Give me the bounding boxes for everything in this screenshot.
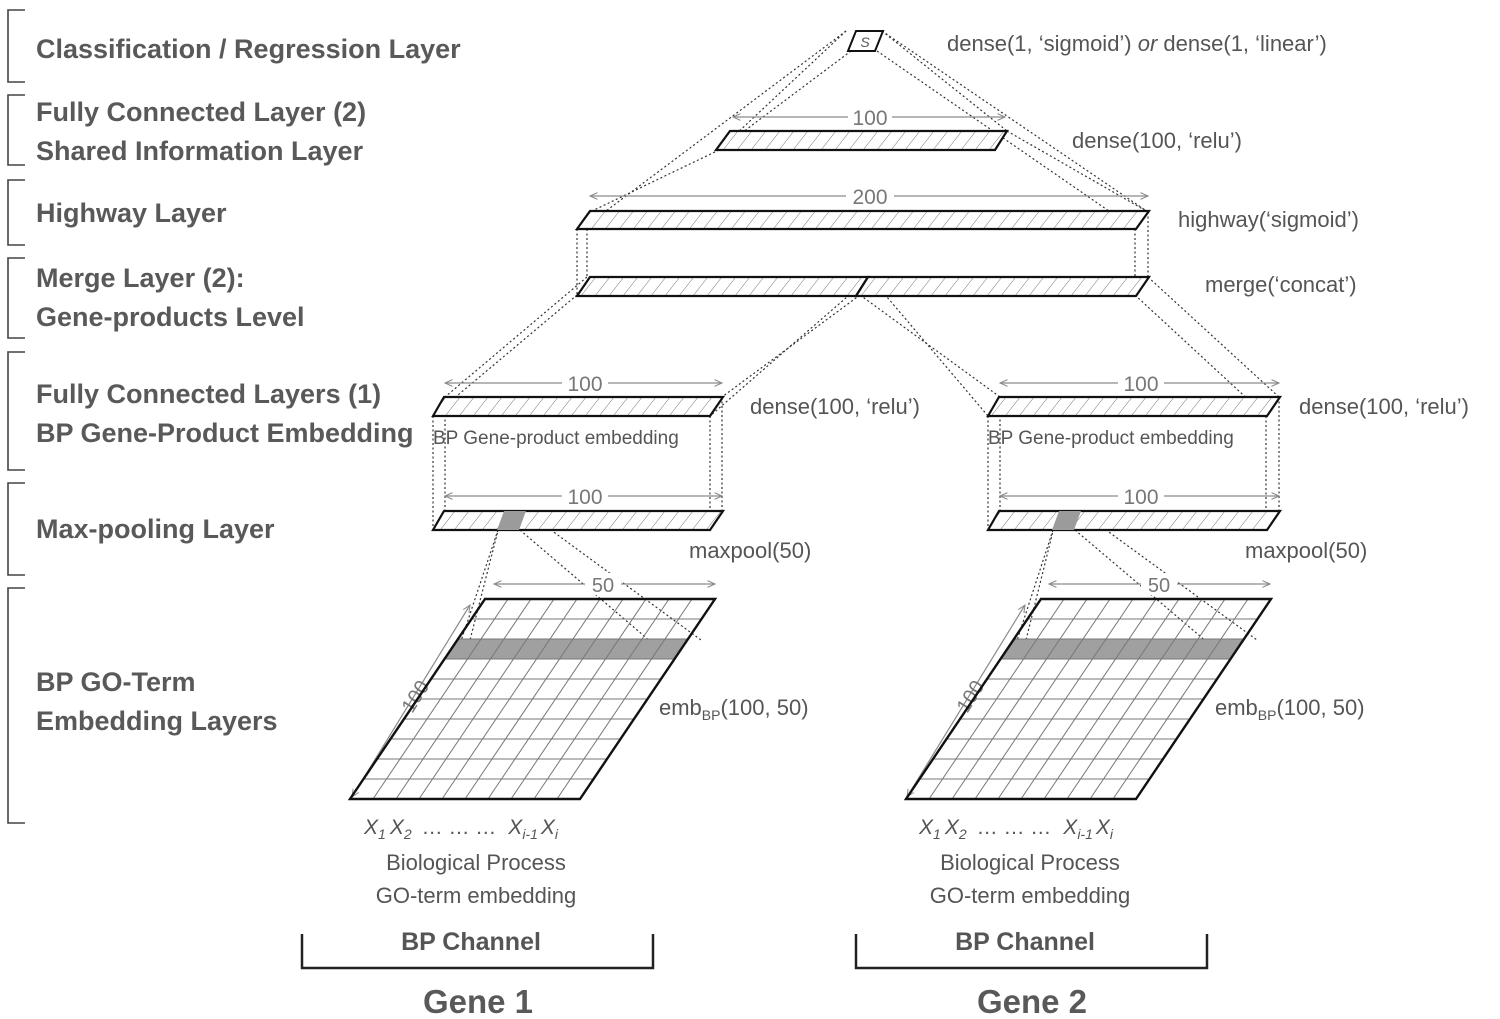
gene-label-left: Gene 1: [423, 983, 533, 1019]
fc1-left-dim: 100: [567, 373, 602, 396]
fc1-left-bar: [431, 395, 726, 418]
pool-left-bar: [431, 509, 726, 532]
bracket-highway: [7, 179, 25, 246]
bracket-merge: [7, 257, 25, 339]
highway-dim: 200: [852, 186, 887, 209]
op-fc1-right: dense(100, ‘relu’): [1299, 394, 1469, 419]
go-caption-right-line1: Biological Process: [940, 850, 1120, 875]
go-caption-left-line1: Biological Process: [386, 850, 566, 875]
output-node-box: [846, 30, 885, 52]
output-node: S: [846, 30, 885, 52]
fc2-dim: 100: [852, 107, 887, 130]
grid-border: [903, 597, 1274, 801]
highway-bar: [574, 209, 1152, 231]
bracket-embedding: [7, 587, 25, 824]
grid-left-width-dim: 50: [592, 575, 614, 597]
op-merge: merge(‘concat’): [1205, 272, 1357, 297]
grid-right-width-dim: 50: [1148, 575, 1170, 597]
label-embedding-line1: BP GO-Term: [36, 667, 196, 697]
bracket-fc1: [7, 351, 25, 471]
fc2-layer: 100: [713, 106, 1009, 152]
merge-layer: [574, 275, 1152, 298]
go-caption-right-line2: GO-term embedding: [930, 883, 1131, 908]
op-maxpool-right: maxpool(50): [1245, 538, 1367, 563]
op-maxpool-left: maxpool(50): [689, 538, 811, 563]
label-merge-line2: Gene-products Level: [36, 302, 305, 332]
gene-label-right: Gene 2: [977, 983, 1087, 1019]
fc1-left-caption: BP Gene-product embedding: [433, 428, 679, 449]
layer-labels: Classification / Regression Layer Fully …: [36, 34, 461, 736]
op-highway: highway(‘sigmoid’): [1178, 207, 1359, 232]
label-fc2-line1: Fully Connected Layer (2): [36, 97, 366, 127]
label-highway-layer: Highway Layer: [36, 198, 227, 228]
op-fc2: dense(100, ‘relu’): [1072, 128, 1242, 153]
channel-bracket-right: [854, 934, 1209, 970]
fc1-right-dim: 100: [1123, 373, 1158, 396]
pool-right-dim: 100: [1123, 486, 1158, 509]
grid-border: [347, 597, 718, 801]
pool-left-dim: 100: [567, 486, 602, 509]
op-output: dense(1, ‘sigmoid’) or dense(1, ‘linear’…: [947, 31, 1327, 56]
pool-left-selected-cell: [497, 511, 526, 530]
embedding-grid-right: [903, 597, 1274, 801]
bracket-maxpool: [7, 482, 25, 576]
op-emb-right: embBP(100, 50): [1215, 695, 1365, 723]
merge-bar-right: [854, 275, 1152, 298]
embedding-grid-left: [347, 597, 718, 801]
go-caption-left-line2: GO-term embedding: [376, 883, 577, 908]
label-embedding-line2: Embedding Layers: [36, 706, 278, 736]
label-maxpool-layer: Max-pooling Layer: [36, 514, 275, 544]
label-fc2-line2: Shared Information Layer: [36, 136, 364, 166]
bracket-fc2: [7, 94, 25, 166]
output-node-label: S: [860, 34, 870, 50]
merge-bar-left: [574, 275, 870, 298]
gene2-column: 100 BP Gene-product embedding 100 50 100: [903, 372, 1283, 801]
label-merge-line1: Merge Layer (2):: [36, 263, 245, 293]
gene1-column: 100 BP Gene-product embedding 100 50 100: [347, 372, 726, 801]
bracket-output: [7, 9, 25, 83]
label-output-layer: Classification / Regression Layer: [36, 34, 461, 64]
fc2-bar: [713, 129, 1009, 152]
label-fc1-line1: Fully Connected Layers (1): [36, 379, 381, 409]
layer-brackets: [7, 9, 25, 824]
label-fc1-line2: BP Gene-Product Embedding: [36, 418, 414, 448]
fc1-right-bar: [986, 395, 1283, 418]
fc1-right-caption: BP Gene-product embedding: [988, 428, 1234, 449]
highway-layer: 200: [574, 185, 1152, 231]
channel-label-left: BP Channel: [401, 928, 541, 956]
channel-label-right: BP Channel: [955, 928, 1095, 956]
pool-right-bar: [986, 509, 1283, 532]
op-emb-left: embBP(100, 50): [659, 695, 809, 723]
pool-right-selected-cell: [1052, 511, 1081, 530]
channel-bracket-left: [300, 934, 655, 970]
op-fc1-left: dense(100, ‘relu’): [750, 394, 920, 419]
